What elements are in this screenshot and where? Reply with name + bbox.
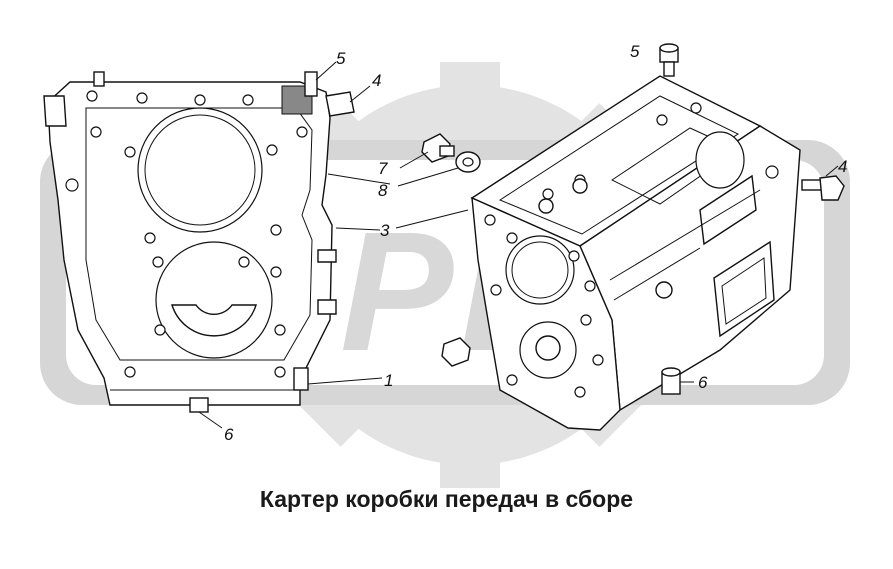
callout-3: 3 [380,221,390,240]
callout-8: 8 [378,181,388,200]
front-housing [43,71,355,413]
diagram-caption: Картер коробки передач в сборе [259,486,634,512]
callout-7: 7 [378,159,388,178]
callout-labels: 5 4 7 8 3 1 6 5 4 6 [224,42,847,444]
leader-lines [198,61,839,429]
callout-5-top-left: 5 [336,49,346,68]
front-housing-bolt-holes [65,90,308,378]
main-housing-bolt-holes [484,102,779,398]
main-housing [470,43,801,431]
loose-hardware [421,133,845,395]
callout-4-top-left: 4 [372,71,381,90]
callout-5-top-right: 5 [630,42,640,61]
callout-6-bottom-left: 6 [224,425,234,444]
callout-1: 1 [384,371,393,390]
callout-6-right: 6 [698,373,708,392]
callout-4-right: 4 [838,157,847,176]
